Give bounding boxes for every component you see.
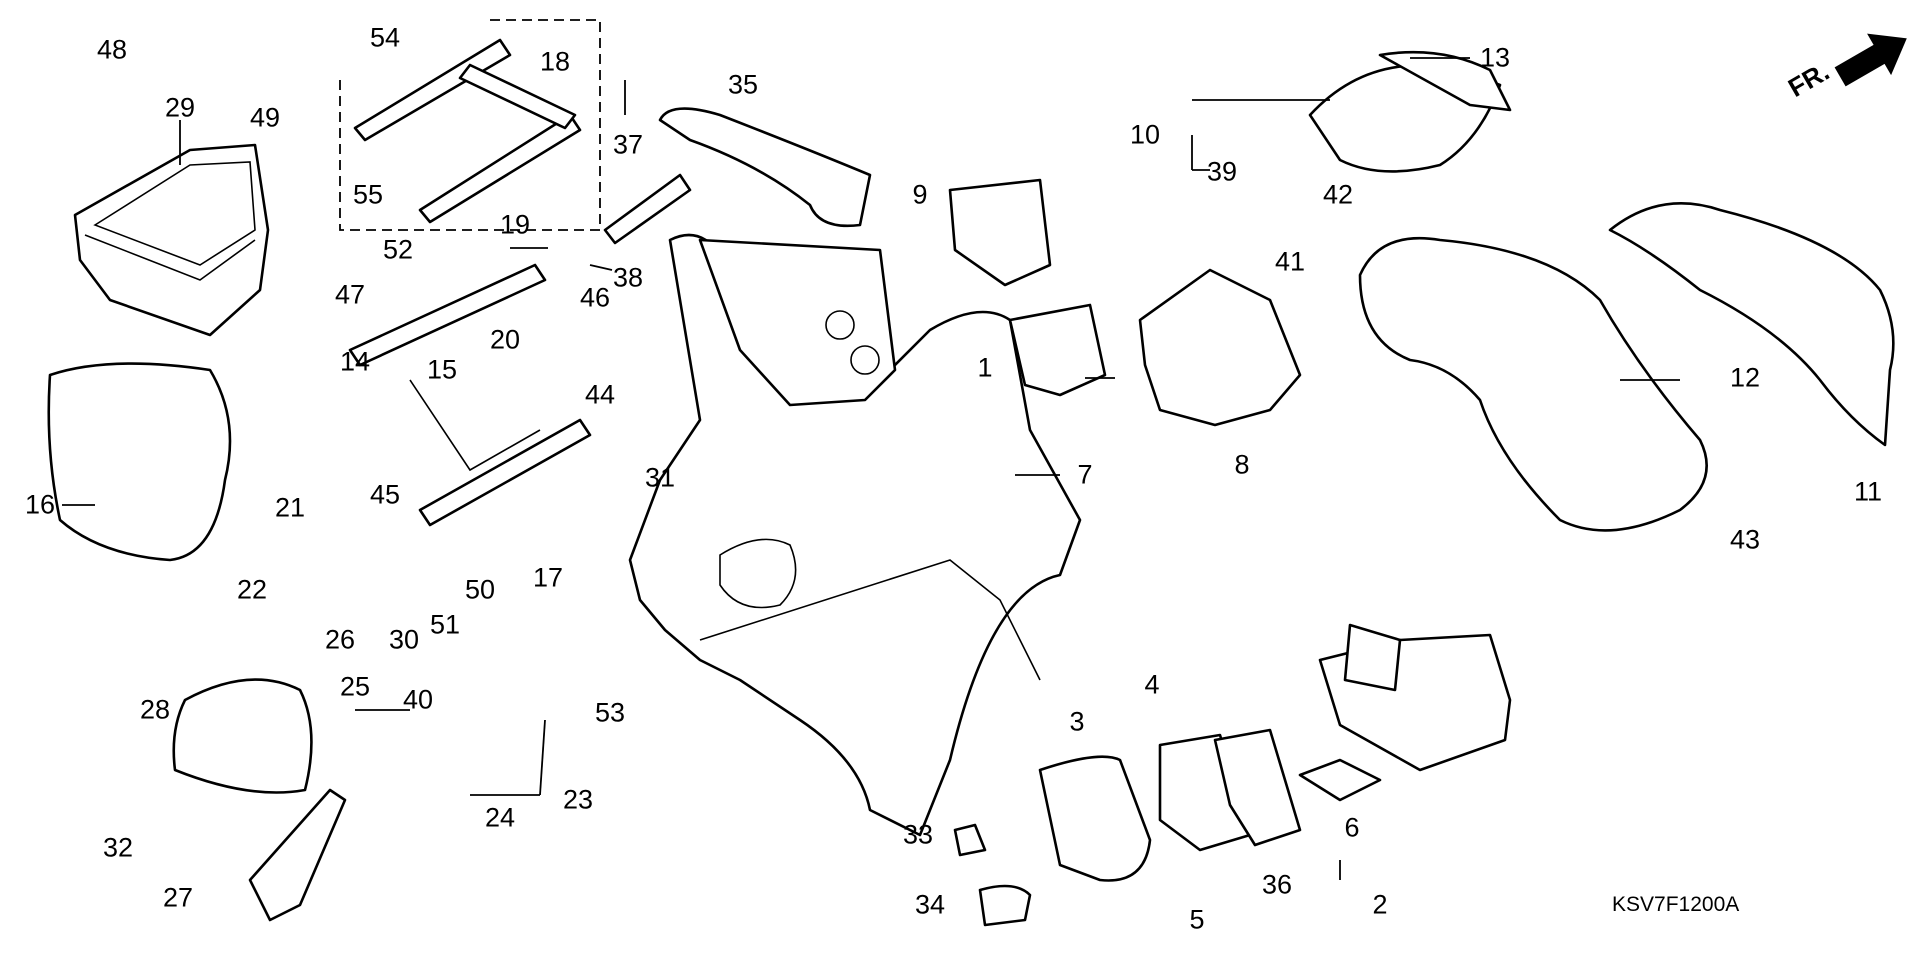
callout-11[interactable]: 11 [1853,476,1883,507]
callout-2[interactable]: 2 [1372,889,1388,920]
part-2-box [1318,623,1512,772]
part-7-inner-cover [628,233,1082,837]
leader-lines [62,57,1680,880]
callout-32[interactable]: 32 [102,832,134,863]
callout-45[interactable]: 45 [369,479,401,510]
part-11-trim [1608,202,1895,447]
part-3-lid [1038,755,1152,882]
part-29-glove-box [73,143,270,337]
callout-12[interactable]: 12 [1729,362,1761,393]
callout-8[interactable]: 8 [1234,449,1250,480]
callout-37[interactable]: 37 [612,129,644,160]
part-36-seal [1213,728,1302,847]
part-33-clip [953,823,987,857]
callout-42[interactable]: 42 [1322,179,1354,210]
callout-43[interactable]: 43 [1729,524,1761,555]
callout-35[interactable]: 35 [727,69,759,100]
callout-5[interactable]: 5 [1189,904,1205,935]
callout-19[interactable]: 19 [499,209,531,240]
callout-53[interactable]: 53 [594,697,626,728]
part-6-pad [1298,758,1382,802]
callout-44[interactable]: 44 [584,379,616,410]
part-35-seal [658,107,872,228]
arrow-icon [1834,33,1907,87]
callout-36[interactable]: 36 [1261,869,1293,900]
callout-51[interactable]: 51 [429,609,461,640]
part-12-front-cover [1358,236,1708,532]
callout-26[interactable]: 26 [324,624,356,655]
callout-38[interactable]: 38 [612,262,644,293]
callout-49[interactable]: 49 [249,102,281,133]
part-34-cap [978,884,1032,927]
callout-39[interactable]: 39 [1206,156,1238,187]
callout-9[interactable]: 9 [912,179,928,210]
callout-48[interactable]: 48 [96,34,128,65]
callout-50[interactable]: 50 [464,574,496,605]
callout-1[interactable]: 1 [977,352,993,383]
callout-54[interactable]: 54 [369,22,401,53]
callout-29[interactable]: 29 [164,92,196,123]
callout-21[interactable]: 21 [274,492,306,523]
callout-40[interactable]: 40 [402,684,434,715]
callout-4[interactable]: 4 [1144,669,1160,700]
part-18-frame [339,19,601,231]
part-16-lid [47,362,232,562]
callout-14[interactable]: 14 [339,346,371,377]
callout-28[interactable]: 28 [139,694,171,725]
callout-22[interactable]: 22 [236,574,268,605]
part-37-strip [603,173,692,245]
part-1-switch [1008,303,1107,397]
front-direction-marker: FR. [1783,25,1918,115]
callout-10[interactable]: 10 [1129,119,1161,150]
callout-7[interactable]: 7 [1077,459,1093,490]
callout-16[interactable]: 16 [24,489,56,520]
diagram-code: KSV7F1200A [1612,893,1740,916]
part-27-bracket [248,788,347,922]
callout-46[interactable]: 46 [579,282,611,313]
part-14-rail [348,263,592,527]
callout-27[interactable]: 27 [162,882,194,913]
callout-25[interactable]: 25 [339,671,371,702]
callout-17[interactable]: 17 [532,562,564,593]
callout-31[interactable]: 31 [644,462,676,493]
callout-55[interactable]: 55 [352,179,384,210]
part-8-bracket [1138,268,1302,427]
part-28-pad [172,678,313,794]
callout-3[interactable]: 3 [1069,706,1085,737]
callout-34[interactable]: 34 [914,889,946,920]
callout-30[interactable]: 30 [388,624,420,655]
callout-47[interactable]: 47 [334,279,366,310]
callout-20[interactable]: 20 [489,324,521,355]
callout-41[interactable]: 41 [1274,246,1306,277]
callout-33[interactable]: 33 [902,819,934,850]
callout-6[interactable]: 6 [1344,812,1360,843]
part-9-cover [948,178,1052,287]
part-13-cover [1308,50,1512,173]
callout-15[interactable]: 15 [426,354,458,385]
callout-18[interactable]: 18 [539,46,571,77]
callout-13[interactable]: 13 [1479,42,1511,73]
callout-52[interactable]: 52 [382,234,414,265]
callout-24[interactable]: 24 [484,802,516,833]
callout-23[interactable]: 23 [562,784,594,815]
